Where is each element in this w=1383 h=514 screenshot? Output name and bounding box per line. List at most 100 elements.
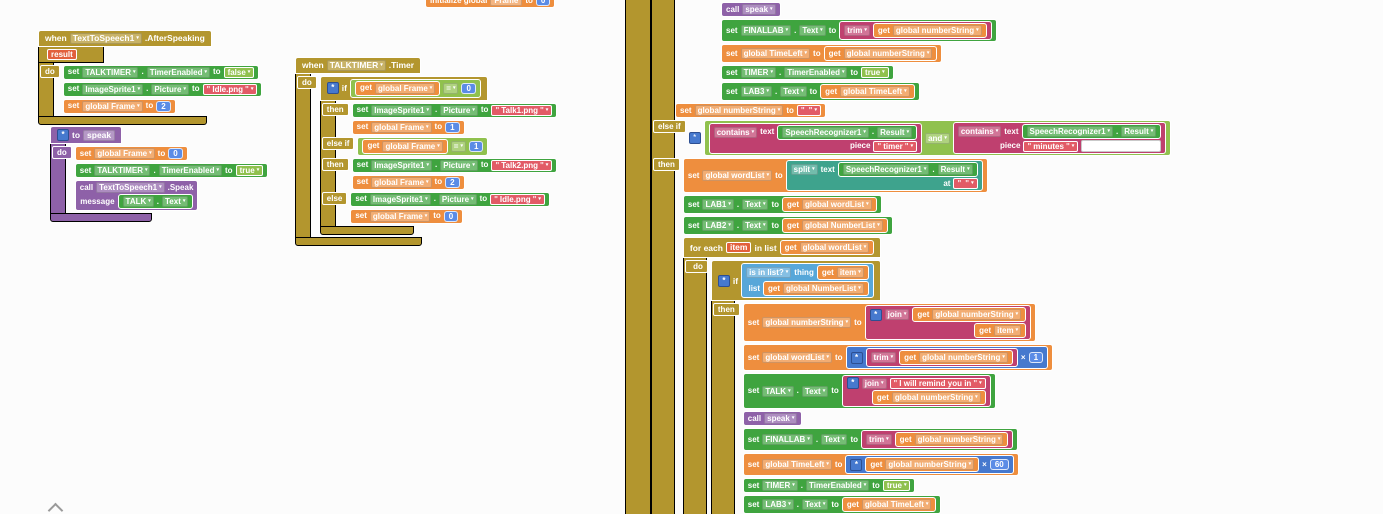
mutator-icon[interactable]: * (57, 129, 69, 141)
number-block[interactable]: 0 (461, 82, 476, 94)
string-block[interactable]: " "▾ (953, 178, 978, 189)
name-field[interactable]: speak (83, 129, 116, 141)
parameter-block[interactable]: result (47, 48, 77, 60)
dropdown-field[interactable]: global wordList▾ (802, 199, 872, 210)
dropdown-field[interactable]: ImageSprite1▾ (82, 83, 144, 95)
dropdown-field[interactable]: global NumberList▾ (783, 283, 864, 294)
empty-socket[interactable] (1081, 140, 1162, 152)
dropdown-field[interactable]: Result▾ (937, 164, 973, 175)
dropdown-field[interactable]: global Frame▾ (371, 121, 432, 133)
dropdown-field[interactable]: Text▾ (742, 199, 769, 210)
dropdown-field[interactable]: TIMER▾ (762, 480, 798, 491)
dropdown-field[interactable]: item▾ (836, 267, 864, 278)
dropdown-field[interactable]: speak▾ (764, 413, 798, 424)
dropdown-field[interactable]: TALKTIMER▾ (94, 165, 151, 176)
dropdown-field[interactable]: global Frame▾ (94, 148, 155, 159)
dropdown-field[interactable]: LAB2▾ (702, 220, 734, 231)
dropdown-field[interactable]: trim▾ (870, 352, 897, 363)
string-block[interactable]: "timer"▾ (873, 140, 918, 152)
dropdown-field[interactable]: global wordList▾ (762, 352, 832, 363)
number-block[interactable]: 2 (156, 100, 171, 112)
dropdown-field[interactable]: SpeechRecognizer1▾ (842, 164, 930, 175)
dropdown-field[interactable]: is in list?▾ (746, 267, 792, 278)
number-block[interactable]: 0 (168, 148, 183, 159)
dropdown-field[interactable]: global numberString▾ (891, 392, 981, 403)
dropdown-field[interactable]: TALKTIMER▾ (326, 59, 386, 71)
speechrecognizer1-result-getter-block[interactable]: SpeechRecognizer1▾.Result▾ (837, 162, 978, 177)
dropdown-field[interactable]: TimerEnabled▾ (784, 67, 848, 78)
dropdown-field[interactable]: TimerEnabled▾ (146, 66, 210, 78)
dropdown-field[interactable]: trim▾ (844, 25, 870, 36)
mutator-icon[interactable]: * (326, 82, 339, 94)
dropdown-field[interactable]: Picture▾ (438, 193, 477, 205)
dropdown-field[interactable]: Result▾ (1121, 126, 1157, 137)
number-block[interactable]: 1 (468, 140, 484, 152)
dropdown-field[interactable]: SpeechRecognizer1▾ (782, 126, 869, 138)
dropdown-field[interactable]: item▾ (994, 325, 1022, 336)
dropdown-field[interactable]: TALKTIMER▾ (82, 66, 139, 78)
dropdown-field[interactable]: Text▾ (799, 25, 826, 36)
dropdown-field[interactable]: contains▾ (713, 126, 758, 138)
dropdown-field[interactable]: Text▾ (821, 434, 848, 445)
logic-block[interactable]: true▾ (235, 165, 264, 176)
dropdown-field[interactable]: FINALLAB▾ (762, 434, 813, 445)
collapse-chevron-icon[interactable] (47, 502, 64, 514)
dropdown-field[interactable]: global numberString▾ (919, 352, 1008, 363)
dropdown-field[interactable]: trim▾ (866, 434, 892, 445)
dropdown-field[interactable]: TimerEnabled▾ (158, 165, 222, 176)
string-block[interactable]: "Idle.png"▾ (490, 193, 545, 205)
dropdown-field[interactable]: TimerEnabled▾ (805, 480, 870, 491)
logic-block[interactable]: false▾ (223, 66, 255, 78)
dropdown-field[interactable]: Picture▾ (440, 104, 478, 116)
dropdown-field[interactable]: ImageSprite1▾ (371, 159, 432, 171)
logic-block[interactable]: true▾ (882, 480, 911, 491)
talk-text-getter-block[interactable]: TALK▾.Text▾ (117, 194, 194, 209)
speechrecognizer1-result-getter-block[interactable]: SpeechRecognizer1▾.Result▾ (1021, 124, 1162, 139)
dropdown-field[interactable]: global wordList▾ (702, 170, 773, 181)
dropdown-field[interactable]: Text▾ (742, 220, 769, 231)
